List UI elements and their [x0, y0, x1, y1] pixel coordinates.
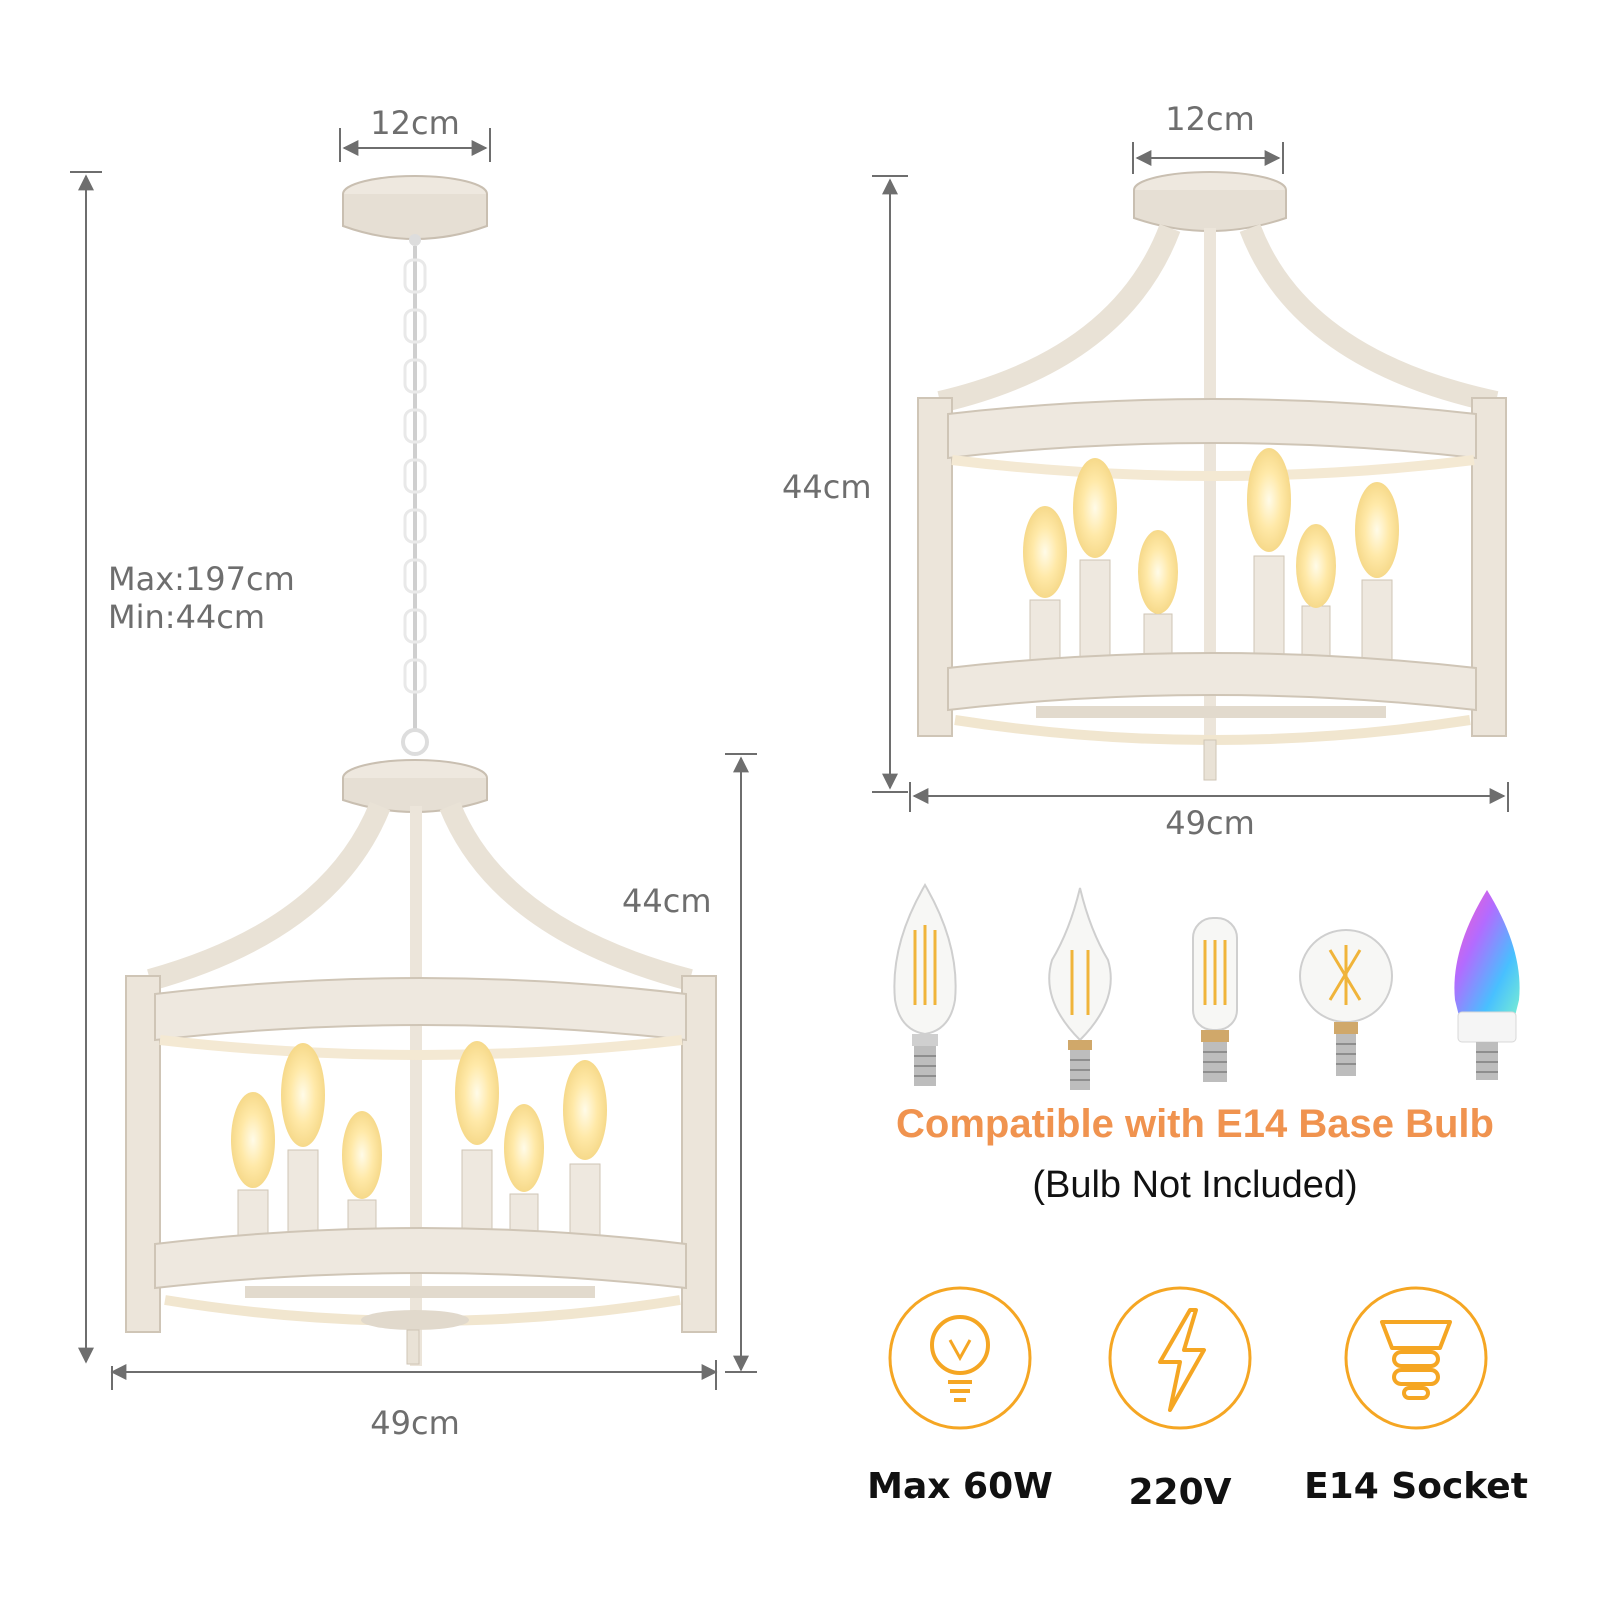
pendant-min-height-label: Min:44cm — [108, 598, 266, 636]
bulb-not-included-note: (Bulb Not Included) — [1032, 1164, 1358, 1206]
spec-socket-label: E14 Socket — [1304, 1466, 1528, 1507]
bulb-types-row — [893, 883, 1520, 1090]
spec-max-wattage-label: Max 60W — [867, 1466, 1053, 1507]
candle-bulb-icon — [893, 883, 957, 1086]
pendant-fixture — [125, 175, 717, 1366]
compatible-bulb-heading: Compatible with E14 Base Bulb — [896, 1102, 1494, 1146]
globe-bulb-icon — [1299, 929, 1393, 1076]
pendant-width-label: 49cm — [370, 1404, 460, 1442]
pendant-dimensions — [70, 128, 757, 1390]
flush-height-label: 44cm — [782, 468, 872, 506]
tubular-bulb-icon — [1192, 917, 1238, 1082]
bulb-icon — [888, 1286, 1032, 1430]
flush-dimensions — [872, 142, 1509, 812]
flush-bulbs — [1023, 448, 1399, 661]
pendant-max-height-label: Max:197cm — [108, 560, 295, 598]
spec-voltage-label: 220V — [1128, 1472, 1232, 1513]
socket-icon — [1344, 1286, 1488, 1430]
flush-width-label: 49cm — [1165, 804, 1255, 842]
flame-tip-bulb-icon — [1048, 887, 1112, 1090]
lightning-icon — [1108, 1286, 1252, 1430]
spec-icons — [888, 1286, 1488, 1430]
pendant-body-height-label: 44cm — [622, 882, 712, 920]
pendant-canopy-width-label: 12cm — [370, 104, 460, 142]
flush-canopy-width-label: 12cm — [1165, 100, 1255, 138]
flush-fixture — [917, 171, 1507, 781]
rgb-smart-bulb-icon — [1454, 890, 1520, 1080]
